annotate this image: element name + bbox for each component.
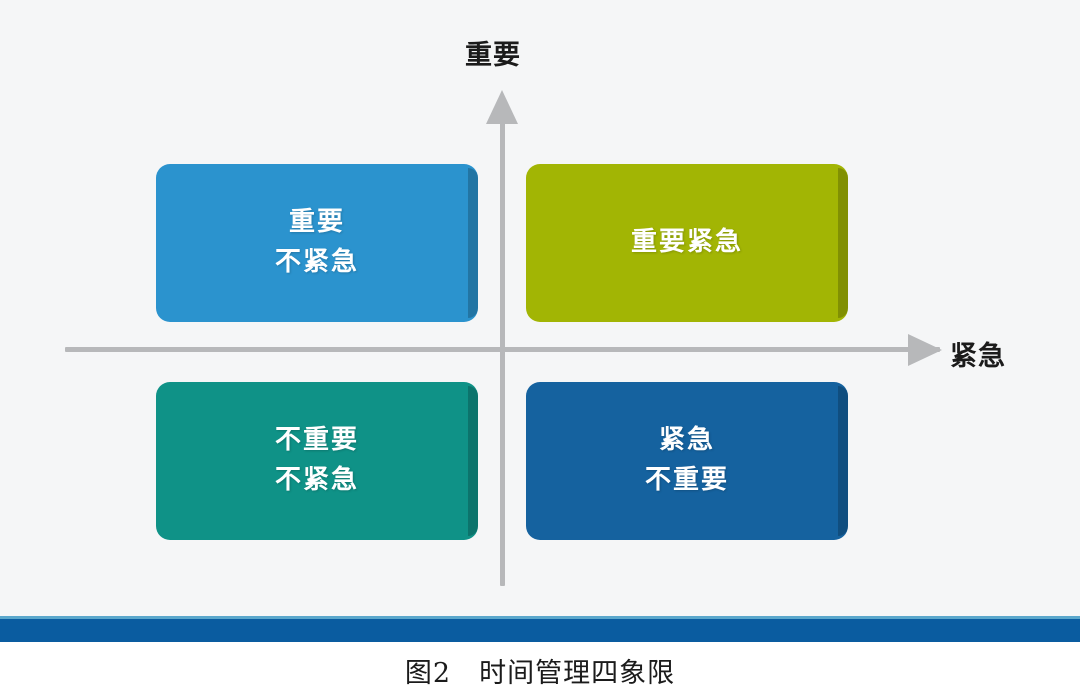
bottom-accent-band [0, 616, 1080, 642]
quadrant-important-urgent[interactable]: 重要紧急 [526, 164, 848, 322]
quadrant-urgent-not-important[interactable]: 紧急 不重要 [526, 382, 848, 540]
quadrant-label-line2: 不重要 [644, 465, 729, 495]
diagram-board: 重要 紧急 重要 不紧急 重要紧急 不重要 不紧急 紧急 不重要 [65, 40, 1006, 586]
quadrant-label-line1: 重要 [288, 207, 345, 238]
vertical-axis-line [500, 120, 505, 586]
quadrant-label-line1: 重要紧急 [630, 227, 743, 258]
quadrant-important-not-urgent[interactable]: 重要 不紧急 [156, 164, 478, 322]
quadrant-label-line1: 不重要 [274, 425, 359, 456]
band-body [0, 619, 1080, 642]
vertical-axis-arrow-icon [486, 90, 518, 124]
quadrant-label-line2: 不紧急 [274, 247, 359, 277]
horizontal-axis-arrow-icon [908, 334, 942, 366]
vertical-axis-label: 重要 [465, 40, 521, 71]
figure-caption: 图2 时间管理四象限 [404, 658, 676, 689]
quadrant-label-line1: 紧急 [658, 425, 715, 456]
caption-area: 图2 时间管理四象限 [0, 642, 1080, 699]
band-top-edge [0, 616, 1080, 619]
quadrant-not-important-not-urgent[interactable]: 不重要 不紧急 [156, 382, 478, 540]
horizontal-axis-label: 紧急 [950, 341, 1006, 372]
quadrant-label-line2: 不紧急 [274, 465, 359, 495]
